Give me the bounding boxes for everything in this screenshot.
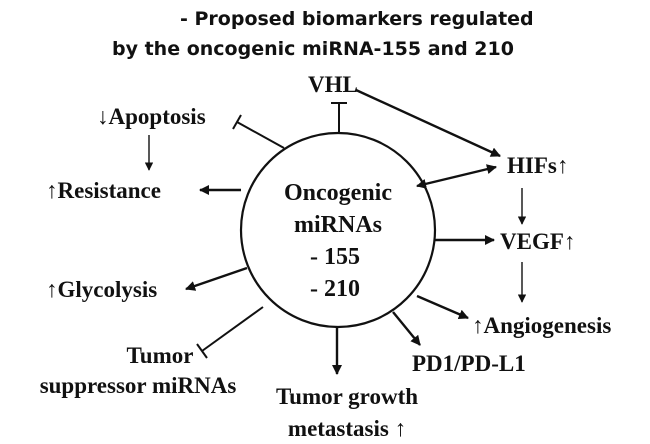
node-angiogenesis: ↑Angiogenesis	[472, 313, 611, 338]
arrow-circle-hifs-bidirectional	[416, 164, 497, 189]
arrow-circle-to-glycolysis	[185, 266, 248, 291]
inhibit-tumor-suppressor-bar	[196, 343, 208, 359]
node-glycolysis: ↑Glycolysis	[46, 277, 157, 302]
arrow-vhl-to-hifs	[355, 88, 501, 158]
arrow-circle-to-pd1	[392, 311, 421, 346]
center-label-line-3: - 155	[310, 244, 360, 270]
node-tumor-growth-line-2: metastasis ↑	[288, 416, 406, 441]
node-hifs: HIFs↑	[507, 153, 568, 178]
node-resistance: ↑Resistance	[46, 178, 161, 203]
node-tumor-suppressor-line-1: Tumor	[127, 343, 194, 368]
title-line-2: by the oncogenic miRNA-155 and 210	[112, 38, 514, 60]
node-vegf: VEGF↑	[500, 229, 575, 254]
node-tumor-suppressor-line-2: suppressor miRNAs	[40, 373, 237, 398]
node-tumor-growth-line-1: Tumor growth	[276, 384, 418, 409]
node-vhl: VHL	[308, 72, 358, 97]
inhibit-apoptosis-line	[236, 121, 285, 149]
center-label-line-2: miRNAs	[294, 212, 382, 238]
node-pd1-pdl1: PD1/PD-L1	[412, 351, 526, 376]
inhibit-tumor-suppressor-line	[201, 306, 264, 352]
inhibit-apoptosis-bar	[232, 114, 242, 130]
center-label-line-1: Oncogenic	[284, 180, 392, 206]
arrow-circle-to-angiogenesis	[416, 294, 469, 320]
node-apoptosis: ↓Apoptosis	[97, 104, 206, 129]
title-line-1: - Proposed biomarkers regulated	[180, 8, 534, 30]
center-label-line-4: - 210	[310, 276, 360, 302]
